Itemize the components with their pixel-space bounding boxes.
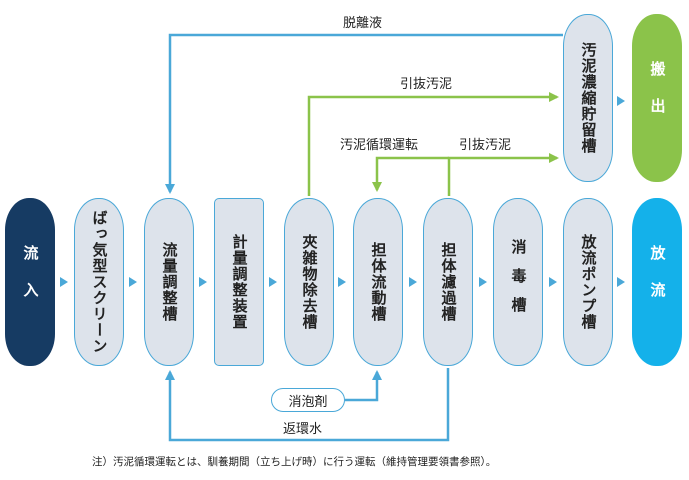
footnote: 注）汚泥循環運転とは、馴養期間（立ち上げ時）に行う運転（維持管理要領書参照）。 (92, 456, 497, 468)
carrier-filter-tank-node: 担体濾過槽 (423, 198, 473, 366)
metering-device-node: 計量調整装置 (214, 198, 264, 366)
sludge-withdrawal-label: 引抜汚泥 (400, 77, 453, 92)
flow-arrows (60, 96, 625, 287)
aerated-screen-node: ばっ気型スクリーン (74, 198, 124, 366)
discharge-node: 放流 (632, 198, 682, 366)
sludge-thickening-storage-tank-node: 汚泥濃縮貯留槽 (563, 14, 613, 182)
return-water-label: 返環水 (283, 422, 323, 437)
inflow-node: 流入 (5, 198, 55, 366)
sludge-withdrawal-label-2: 引抜汚泥 (459, 138, 512, 153)
carry-out-node: 搬出 (632, 14, 682, 182)
foreign-matter-removal-tank-node: 夾雑物除去槽 (284, 198, 334, 366)
disinfection-tank-node: 消毒槽 (493, 198, 543, 366)
sludge-circulation-label: 汚泥循環運転 (340, 138, 419, 153)
flow-adjustment-tank-node: 流量調整槽 (144, 198, 194, 366)
fluidized-carrier-tank-node: 担体流動槽 (353, 198, 403, 366)
dewatered-liquid-label: 脱離液 (343, 16, 383, 31)
antifoam-agent-label: 消泡剤 (271, 388, 345, 412)
discharge-pump-tank-node: 放流ポンプ槽 (563, 198, 613, 366)
